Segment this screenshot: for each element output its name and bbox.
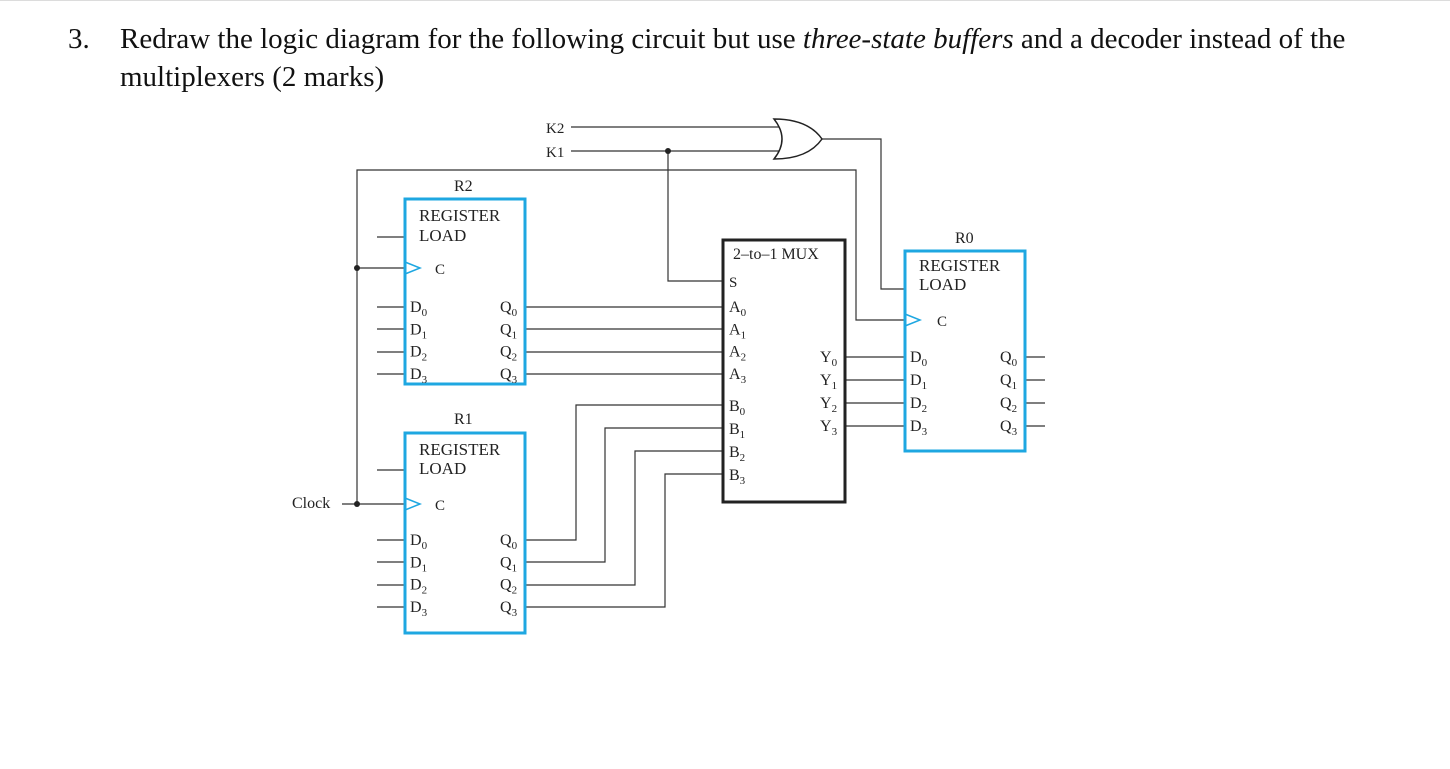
r2-name: R2 [454, 178, 473, 195]
k2-label: K2 [546, 121, 564, 137]
r0-q-pin-1: Q1 [1000, 372, 1017, 392]
register-r1: R1 REGISTER LOAD C [403, 411, 527, 635]
r1-q-pin-3: Q3 [500, 599, 518, 619]
r0-clock-triangle [904, 313, 923, 327]
clock-label: Clock [292, 495, 330, 512]
r1-load-label: LOAD [419, 459, 466, 478]
mux-title: 2–to–1 MUX [733, 246, 819, 263]
r2-q-pin-1: Q1 [500, 321, 517, 341]
r2-d-pin-0: D0 [410, 299, 428, 319]
k1-label: K1 [546, 145, 564, 161]
question-emphasis: three-state buffers [802, 23, 1014, 55]
r1-d-pin-3: D3 [410, 599, 428, 619]
r1-name: R1 [454, 411, 473, 428]
r2-register-label: REGISTER [419, 206, 501, 225]
mux-2to1: 2–to–1 MUX S [721, 238, 847, 504]
r0-q-pin-2: Q2 [1000, 395, 1017, 415]
mux-y-pin-1: Y1 [820, 372, 837, 392]
mux-select-label: S [729, 275, 737, 291]
mux-a-pin-1: A1 [729, 321, 746, 341]
r0-c-label: C [937, 314, 947, 330]
mux-b-pin-0: B0 [729, 398, 746, 418]
r0-load-label: LOAD [919, 275, 966, 294]
mux-a-pin-3: A3 [729, 366, 747, 386]
mux-b-pin-1: B1 [729, 421, 745, 441]
r2-q-pin-2: Q2 [500, 344, 517, 364]
r0-d-pin-2: D2 [910, 395, 927, 415]
register-r2: R2 REGISTER LOAD C [403, 178, 527, 386]
mux-a-pin-0: A0 [729, 299, 747, 319]
r1-register-label: REGISTER [419, 440, 501, 459]
r1-d-pin-0: D0 [410, 532, 428, 552]
r2-clock-triangle [404, 261, 423, 275]
clock-junction-dot [354, 501, 360, 507]
r0-d-pin-3: D3 [910, 418, 928, 438]
r2-c-label: C [435, 262, 445, 278]
r2-d-pin-3: D3 [410, 366, 428, 386]
r2-d-pin-2: D2 [410, 344, 427, 364]
pin-labels: D0D1D2D3Q0Q1Q2Q3D0D1D2D3Q0Q1Q2Q3A0A1A2A3… [410, 299, 1018, 619]
r1-d-pin-2: D2 [410, 577, 427, 597]
question-text-end: and a decoder instead of the multiplexer… [120, 23, 1346, 93]
r1-c-label: C [435, 498, 445, 514]
question-text: Redraw the logic diagram for the followi… [120, 20, 1350, 96]
r0-d-pin-1: D1 [910, 372, 927, 392]
mux-y-pin-3: Y3 [820, 418, 838, 438]
wires [342, 126, 1045, 608]
question-text-start: Redraw the logic diagram for the followi… [120, 23, 803, 55]
r1-clock-triangle [404, 497, 423, 511]
r1-q-pin-1: Q1 [500, 554, 517, 574]
r0-q-pin-3: Q3 [1000, 418, 1018, 438]
question-number: 3. [68, 23, 90, 55]
or-gate [772, 118, 823, 160]
r2-d-pin-1: D1 [410, 321, 427, 341]
top-divider [0, 0, 1450, 1]
r1-q-pin-0: Q0 [500, 532, 518, 552]
r2-load-label: LOAD [419, 226, 466, 245]
mux-b-pin-2: B2 [729, 444, 745, 464]
r0-d-pin-0: D0 [910, 349, 928, 369]
r1-q-pin-2: Q2 [500, 577, 517, 597]
mux-y-pin-0: Y0 [820, 349, 838, 369]
k1-junction-dot [665, 148, 671, 154]
clock-junction-dot-r2 [354, 265, 360, 271]
r0-name: R0 [955, 230, 974, 247]
mux-b-pin-3: B3 [729, 467, 746, 487]
r0-register-label: REGISTER [919, 256, 1001, 275]
mux-y-pin-2: Y2 [820, 395, 837, 415]
register-r0: R0 REGISTER LOAD C [903, 230, 1027, 453]
r2-q-pin-0: Q0 [500, 299, 518, 319]
r1-d-pin-1: D1 [410, 554, 427, 574]
mux-a-pin-2: A2 [729, 344, 746, 364]
r0-q-pin-0: Q0 [1000, 349, 1018, 369]
r2-q-pin-3: Q3 [500, 366, 518, 386]
